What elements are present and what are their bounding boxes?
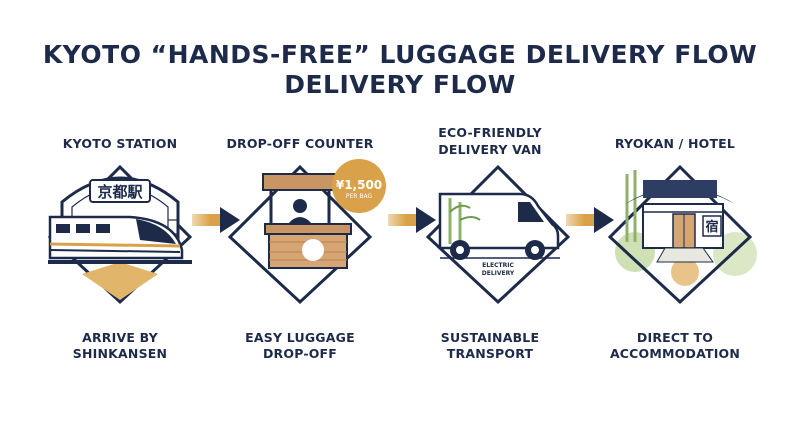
step3-caption-line1: SUSTAINABLE: [440, 330, 540, 345]
step3-title-line2: DELIVERY VAN: [438, 142, 542, 157]
step1-title: KYOTO STATION: [62, 136, 178, 151]
page-title-line2: DELIVERY FLOW: [284, 70, 516, 99]
arrow-right-icon: [388, 207, 436, 233]
station-sign: 京都駅: [97, 183, 143, 201]
step2-caption-line2: DROP-OFF: [262, 346, 338, 361]
step3-caption-line2: TRANSPORT: [446, 346, 534, 361]
price-unit: PER BAG: [345, 193, 373, 200]
delivery-van-icon: [425, 164, 571, 305]
step3-title-line1: ECO-FRIENDLY: [438, 125, 542, 140]
arrow-right-icon: [566, 207, 614, 233]
electric-badge-line1: ELECTRIC: [482, 262, 514, 269]
arrow-right-icon: [192, 207, 240, 233]
price-label: ¥1,500: [335, 178, 383, 192]
ryokan-icon: 宿: [607, 164, 757, 305]
step1-caption-line1: ARRIVE BY: [82, 330, 158, 345]
step2-caption-line1: EASY LUGGAGE: [245, 330, 355, 345]
step2-title: DROP-OFF COUNTER: [226, 136, 374, 151]
ryokan-sign: 宿: [705, 219, 718, 235]
counter-stall-icon: [227, 159, 386, 305]
step4-caption-line1: DIRECT TO: [636, 330, 714, 345]
page-title-line1: KYOTO “HANDS-FREE” LUGGAGE DELIVERY FLOW: [42, 40, 758, 69]
electric-badge-line2: DELIVERY: [481, 270, 515, 277]
step4-caption-line2: ACCOMMODATION: [609, 346, 741, 361]
step4-title: RYOKAN / HOTEL: [614, 136, 736, 151]
step1-caption-line2: SHINKANSEN: [72, 346, 168, 361]
bullet-train-icon: 京都駅: [47, 164, 193, 305]
